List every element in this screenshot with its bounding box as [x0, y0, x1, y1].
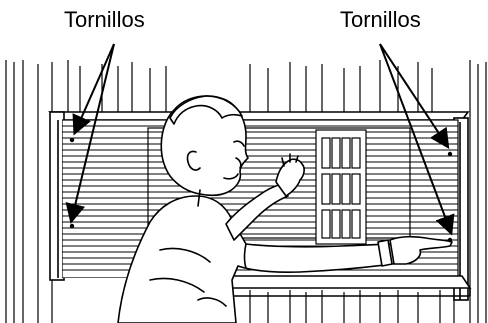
ac-vent-louvers — [316, 130, 366, 244]
screws-label-right: Tornillos — [340, 6, 421, 34]
screws-label-left: Tornillos — [64, 6, 145, 34]
